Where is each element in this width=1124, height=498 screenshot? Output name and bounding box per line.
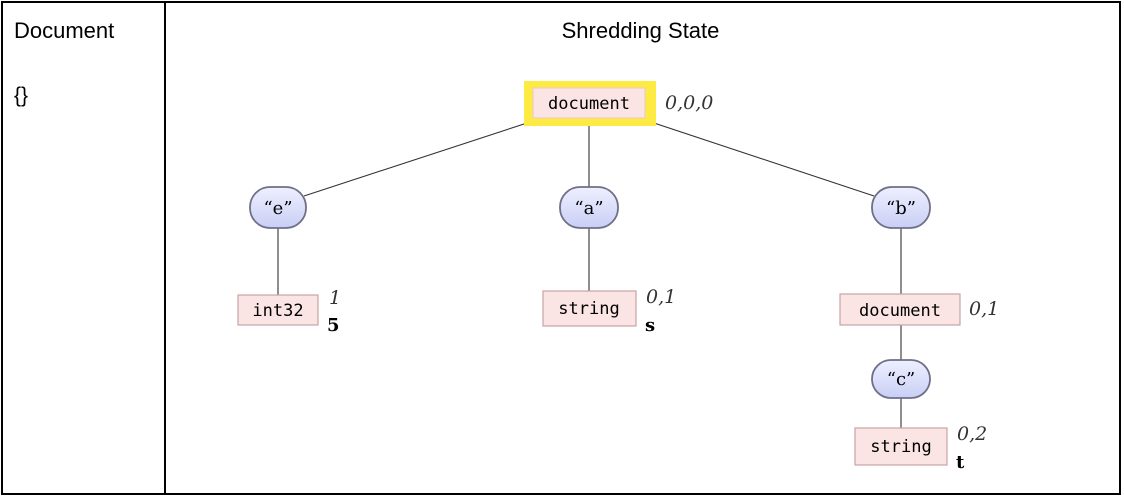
edge-root-e — [303, 122, 528, 197]
type-node-document-b — [839, 293, 961, 326]
document-b-state-label: 0,1 — [969, 298, 999, 320]
column-divider — [164, 3, 166, 493]
shredding-state-header: Shredding State — [561, 18, 720, 43]
string-a-value-label: s — [645, 315, 655, 336]
root-type-label: document — [548, 94, 630, 114]
document-value: {} — [14, 84, 29, 107]
key-node-b — [871, 186, 931, 229]
root-state-label: 0,0,0 — [665, 92, 713, 114]
key-a-label: “a” — [574, 198, 603, 219]
key-c-label: “c” — [887, 369, 916, 390]
type-node-int32 — [237, 294, 319, 326]
key-node-e — [249, 186, 307, 229]
string-a-state-label: 0,1 — [646, 286, 676, 308]
int32-state-label: 1 — [329, 287, 341, 309]
string-c-value-label: t — [956, 452, 965, 473]
type-node-string-c — [854, 427, 948, 466]
int32-type-label: int32 — [252, 301, 303, 321]
root-document-box — [532, 87, 646, 119]
key-node-a — [559, 186, 619, 229]
document-b-type-label: document — [859, 301, 941, 321]
edge-root-b — [653, 122, 875, 197]
tree-edges — [277, 122, 902, 428]
key-e-label: “e” — [263, 198, 292, 219]
key-b-label: “b” — [886, 198, 916, 219]
type-node-string-a — [542, 290, 637, 327]
string-c-state-label: 0,2 — [957, 423, 987, 445]
document-column-header: Document — [14, 18, 115, 43]
key-node-c — [871, 359, 931, 399]
string-a-type-label: string — [558, 299, 619, 319]
string-c-type-label: string — [870, 437, 931, 457]
int32-value-label: 5 — [327, 315, 340, 336]
